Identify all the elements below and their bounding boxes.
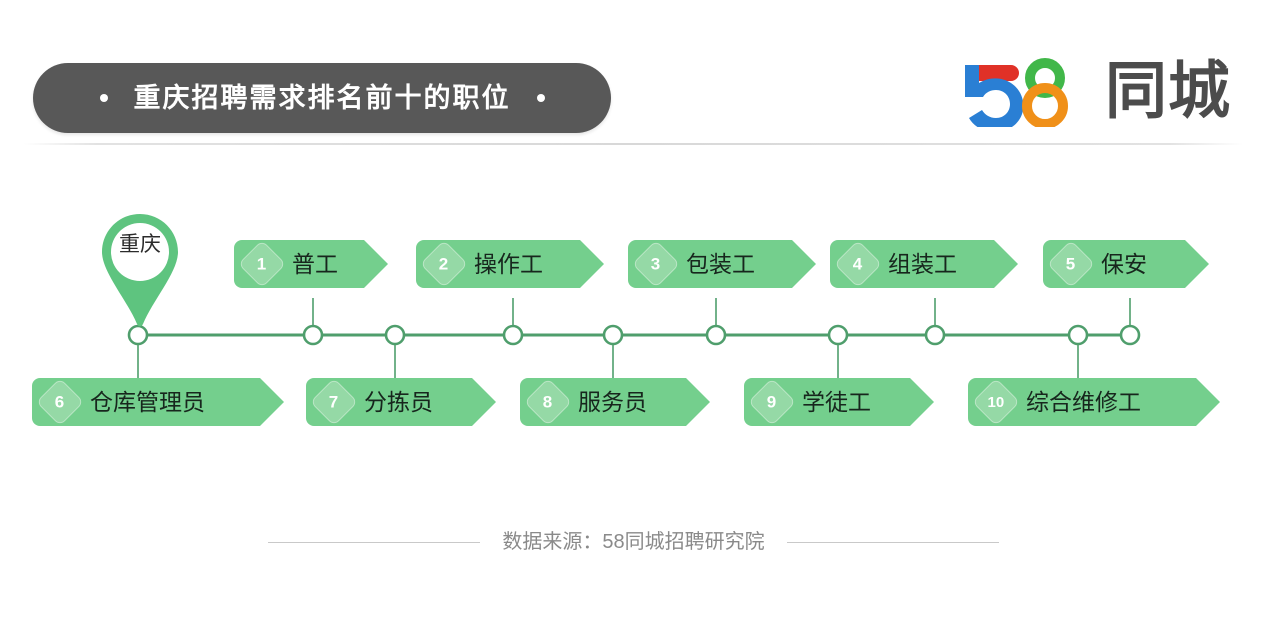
rank-badge-4[interactable]: 4 组装工	[830, 239, 1018, 289]
chevron-shape	[1043, 240, 1209, 288]
rank-number: 3	[651, 254, 661, 274]
chevron-shape	[968, 378, 1220, 426]
footer-rule-right	[786, 541, 999, 543]
rank-diamond: 7	[309, 377, 359, 427]
chevron-shape	[628, 240, 816, 288]
rank-number-wrap: 2	[419, 239, 469, 289]
rank-diamond: 9	[747, 377, 797, 427]
rank-badge-6[interactable]: 6 仓库管理员	[32, 377, 284, 427]
rank-number-wrap: 9	[747, 377, 797, 427]
job-label: 综合维修工	[1026, 388, 1141, 415]
timeline-node	[705, 324, 727, 346]
header-divider	[24, 143, 1243, 145]
timeline-node	[384, 324, 406, 346]
rank-diamond: 1	[237, 239, 287, 289]
rank-number: 1	[257, 254, 267, 274]
timeline-node	[1067, 324, 1089, 346]
rank-badge-7[interactable]: 7 分拣员	[306, 377, 496, 427]
rank-number: 5	[1066, 254, 1076, 274]
page-title: 重庆招聘需求排名前十的职位	[133, 82, 511, 113]
rank-number-wrap: 7	[309, 377, 359, 427]
city-label: 重庆	[119, 233, 161, 256]
brand-logo: 同城	[949, 54, 1231, 128]
rank-number: 7	[329, 392, 339, 412]
rank-number-wrap: 5	[1046, 239, 1096, 289]
timeline-node	[602, 324, 624, 346]
rank-number: 6	[55, 392, 65, 412]
header: 重庆招聘需求排名前十的职位 同城	[0, 0, 1267, 148]
rank-number: 9	[767, 392, 777, 412]
rank-number-wrap: 10	[971, 377, 1021, 427]
timeline-node	[502, 324, 524, 346]
rank-badge-2[interactable]: 2 操作工	[416, 239, 604, 289]
page-title-pill: 重庆招聘需求排名前十的职位	[33, 63, 611, 133]
rank-badge-10[interactable]: 10 综合维修工	[968, 377, 1220, 427]
rank-diamond: 10	[971, 377, 1021, 427]
job-label: 包装工	[686, 250, 755, 277]
rank-diamond: 8	[523, 377, 573, 427]
timeline-node	[827, 324, 849, 346]
chevron-shape	[830, 240, 1018, 288]
job-label: 组装工	[888, 250, 957, 277]
chevron-shape	[32, 378, 284, 426]
job-label: 操作工	[474, 250, 543, 277]
rank-badge-5[interactable]: 5 保安	[1043, 239, 1209, 289]
job-label: 分拣员	[364, 388, 433, 415]
chevron-shape	[416, 240, 604, 288]
rank-number-wrap: 3	[631, 239, 681, 289]
bullet-dot-icon-left	[99, 94, 108, 102]
rank-number: 2	[439, 254, 449, 274]
rank-number: 4	[853, 254, 863, 274]
city-map-pin: 重庆	[99, 212, 181, 330]
rank-badge-8[interactable]: 8 服务员	[520, 377, 710, 427]
chevron-shape	[306, 378, 496, 426]
logo-brand-cn: 同城	[1104, 54, 1231, 127]
job-label: 服务员	[578, 388, 647, 415]
rank-number-wrap: 8	[523, 377, 573, 427]
rank-diamond: 2	[419, 239, 469, 289]
rank-diamond: 5	[1046, 239, 1096, 289]
rank-badge-1[interactable]: 1 普工	[234, 239, 388, 289]
rank-number-wrap: 6	[35, 377, 85, 427]
footer: 数据来源：58同城招聘研究院	[0, 512, 1267, 572]
rank-badge-9[interactable]: 9 学徒工	[744, 377, 934, 427]
job-label: 普工	[292, 250, 338, 277]
rank-diamond: 3	[631, 239, 681, 289]
job-label: 保安	[1101, 250, 1147, 277]
job-label: 仓库管理员	[90, 388, 205, 415]
rank-badge-3[interactable]: 3 包装工	[628, 239, 816, 289]
map-pin-icon	[102, 214, 178, 327]
timeline-node	[127, 324, 149, 346]
rank-number: 8	[543, 392, 553, 412]
rank-number-wrap: 4	[833, 239, 883, 289]
rank-diamond: 6	[35, 377, 85, 427]
chevron-shape	[520, 378, 710, 426]
rank-number-wrap: 1	[237, 239, 287, 289]
logo-58-icon	[964, 58, 1068, 127]
job-label: 学徒工	[802, 388, 871, 415]
timeline-node	[1119, 324, 1141, 346]
data-source-text: 数据来源：58同城招聘研究院	[502, 531, 765, 553]
timeline-node	[302, 324, 324, 346]
timeline-node	[924, 324, 946, 346]
chevron-shape	[744, 378, 934, 426]
timeline-chart: 重庆 1 普工 2 操作工	[0, 150, 1267, 490]
rank-diamond: 4	[833, 239, 883, 289]
footer-rule-left	[268, 541, 481, 543]
bullet-dot-icon-right	[536, 94, 545, 102]
timeline-axis	[127, 298, 1141, 378]
rank-number: 10	[987, 393, 1005, 411]
